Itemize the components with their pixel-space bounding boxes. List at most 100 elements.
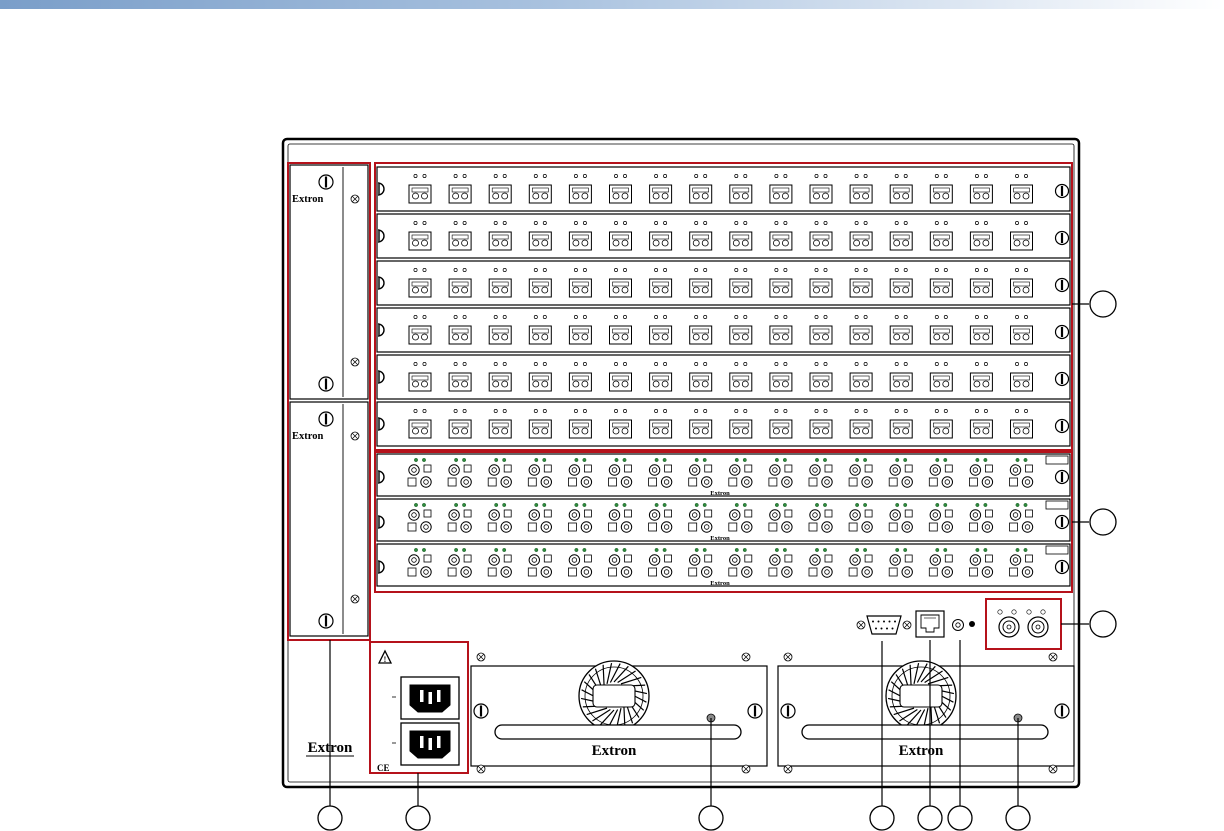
port-switch <box>848 477 858 487</box>
fiber-port <box>528 268 552 298</box>
port-housing <box>649 231 673 251</box>
coax-port <box>848 503 873 533</box>
port-switch <box>808 567 818 577</box>
callout-ring <box>405 805 431 831</box>
port-led <box>502 409 507 413</box>
port-led <box>1024 221 1028 225</box>
port-led <box>663 174 668 178</box>
fiber-port <box>1010 362 1033 392</box>
coax-port <box>928 548 953 578</box>
port-led <box>462 409 467 413</box>
port-led <box>462 458 467 462</box>
bnc-pin <box>944 524 950 530</box>
coax-port <box>888 503 913 533</box>
port-latch <box>572 281 589 287</box>
port-led <box>903 362 908 366</box>
fiber-port <box>528 221 552 251</box>
port-led <box>734 458 739 462</box>
board-left-screw <box>377 323 385 337</box>
port-switch <box>664 509 672 518</box>
port-ferrule <box>532 427 540 435</box>
plate-small-screw-top <box>350 431 360 441</box>
fiber-port <box>769 221 793 251</box>
port-ferrule <box>412 380 419 388</box>
bnc-pin <box>944 569 950 575</box>
port-led <box>734 221 739 225</box>
port-ferrule <box>902 380 910 388</box>
port-led <box>854 362 859 366</box>
port-ferrule <box>692 427 700 435</box>
port-led <box>493 315 498 319</box>
port-led <box>855 458 860 462</box>
port-led <box>573 174 578 178</box>
port-ferrule <box>492 239 500 247</box>
port-ferrule <box>942 192 950 200</box>
port-latch <box>612 281 629 287</box>
bnc-pin <box>812 557 818 563</box>
port-switch <box>944 464 953 473</box>
port-led <box>413 221 418 225</box>
screw-slot <box>352 359 358 365</box>
port-switch <box>568 522 577 532</box>
bnc-pin <box>1035 624 1041 630</box>
port-led <box>774 268 779 272</box>
port-led <box>422 458 426 462</box>
port-led <box>703 268 708 272</box>
port-led <box>774 315 779 319</box>
port-ferrule <box>982 192 990 200</box>
port-latch <box>572 375 589 381</box>
fiber-port <box>969 221 993 251</box>
rs232-pin <box>894 620 896 623</box>
port-led <box>462 503 467 507</box>
port-switch <box>608 567 617 577</box>
port-latch <box>852 375 870 381</box>
bnc-pin <box>503 569 509 575</box>
port-ferrule <box>421 239 428 247</box>
fiber-port <box>1010 315 1033 345</box>
port-ferrule <box>501 192 509 200</box>
controller-connectors <box>856 609 1049 638</box>
port-ferrule <box>412 239 419 247</box>
port-led <box>774 221 779 225</box>
port-led <box>454 503 459 507</box>
port-switch <box>1025 509 1033 518</box>
port-switch <box>527 477 537 487</box>
port-ferrule <box>853 380 860 388</box>
port-ferrule <box>572 427 580 435</box>
port-latch <box>852 187 870 193</box>
coax-board-1: Extron <box>376 453 1071 497</box>
port-led <box>935 548 940 552</box>
port-led <box>1015 362 1019 366</box>
board-left-screw <box>377 560 385 574</box>
port-latch <box>411 281 429 287</box>
callout-bottom-2 <box>405 805 431 831</box>
port-ferrule <box>701 239 709 247</box>
port-switch <box>423 509 432 518</box>
bnc-pin <box>411 467 417 473</box>
screw-slot <box>1050 766 1056 772</box>
port-led <box>983 315 988 319</box>
port-housing <box>969 231 993 251</box>
port-ferrule <box>782 239 789 247</box>
port-latch <box>692 328 710 334</box>
port-latch <box>772 328 790 334</box>
port-led <box>823 221 828 225</box>
rs232-pin <box>880 627 883 630</box>
inlet-pin <box>428 738 432 750</box>
port-ferrule <box>621 380 629 388</box>
port-housing <box>969 184 993 204</box>
port-ferrule <box>773 427 780 435</box>
port-led <box>814 362 819 366</box>
port-switch <box>463 509 472 518</box>
port-ferrule <box>933 286 941 294</box>
port-ferrule <box>902 286 910 294</box>
port-latch <box>932 375 950 381</box>
port-led <box>734 174 739 178</box>
fan-module-1: Extron <box>470 652 768 774</box>
port-switch <box>744 464 753 473</box>
port-led <box>903 268 908 272</box>
board-logo: Extron <box>710 535 730 542</box>
port-led <box>654 268 659 272</box>
port-ferrule <box>862 380 869 388</box>
port-ferrule <box>612 427 620 435</box>
